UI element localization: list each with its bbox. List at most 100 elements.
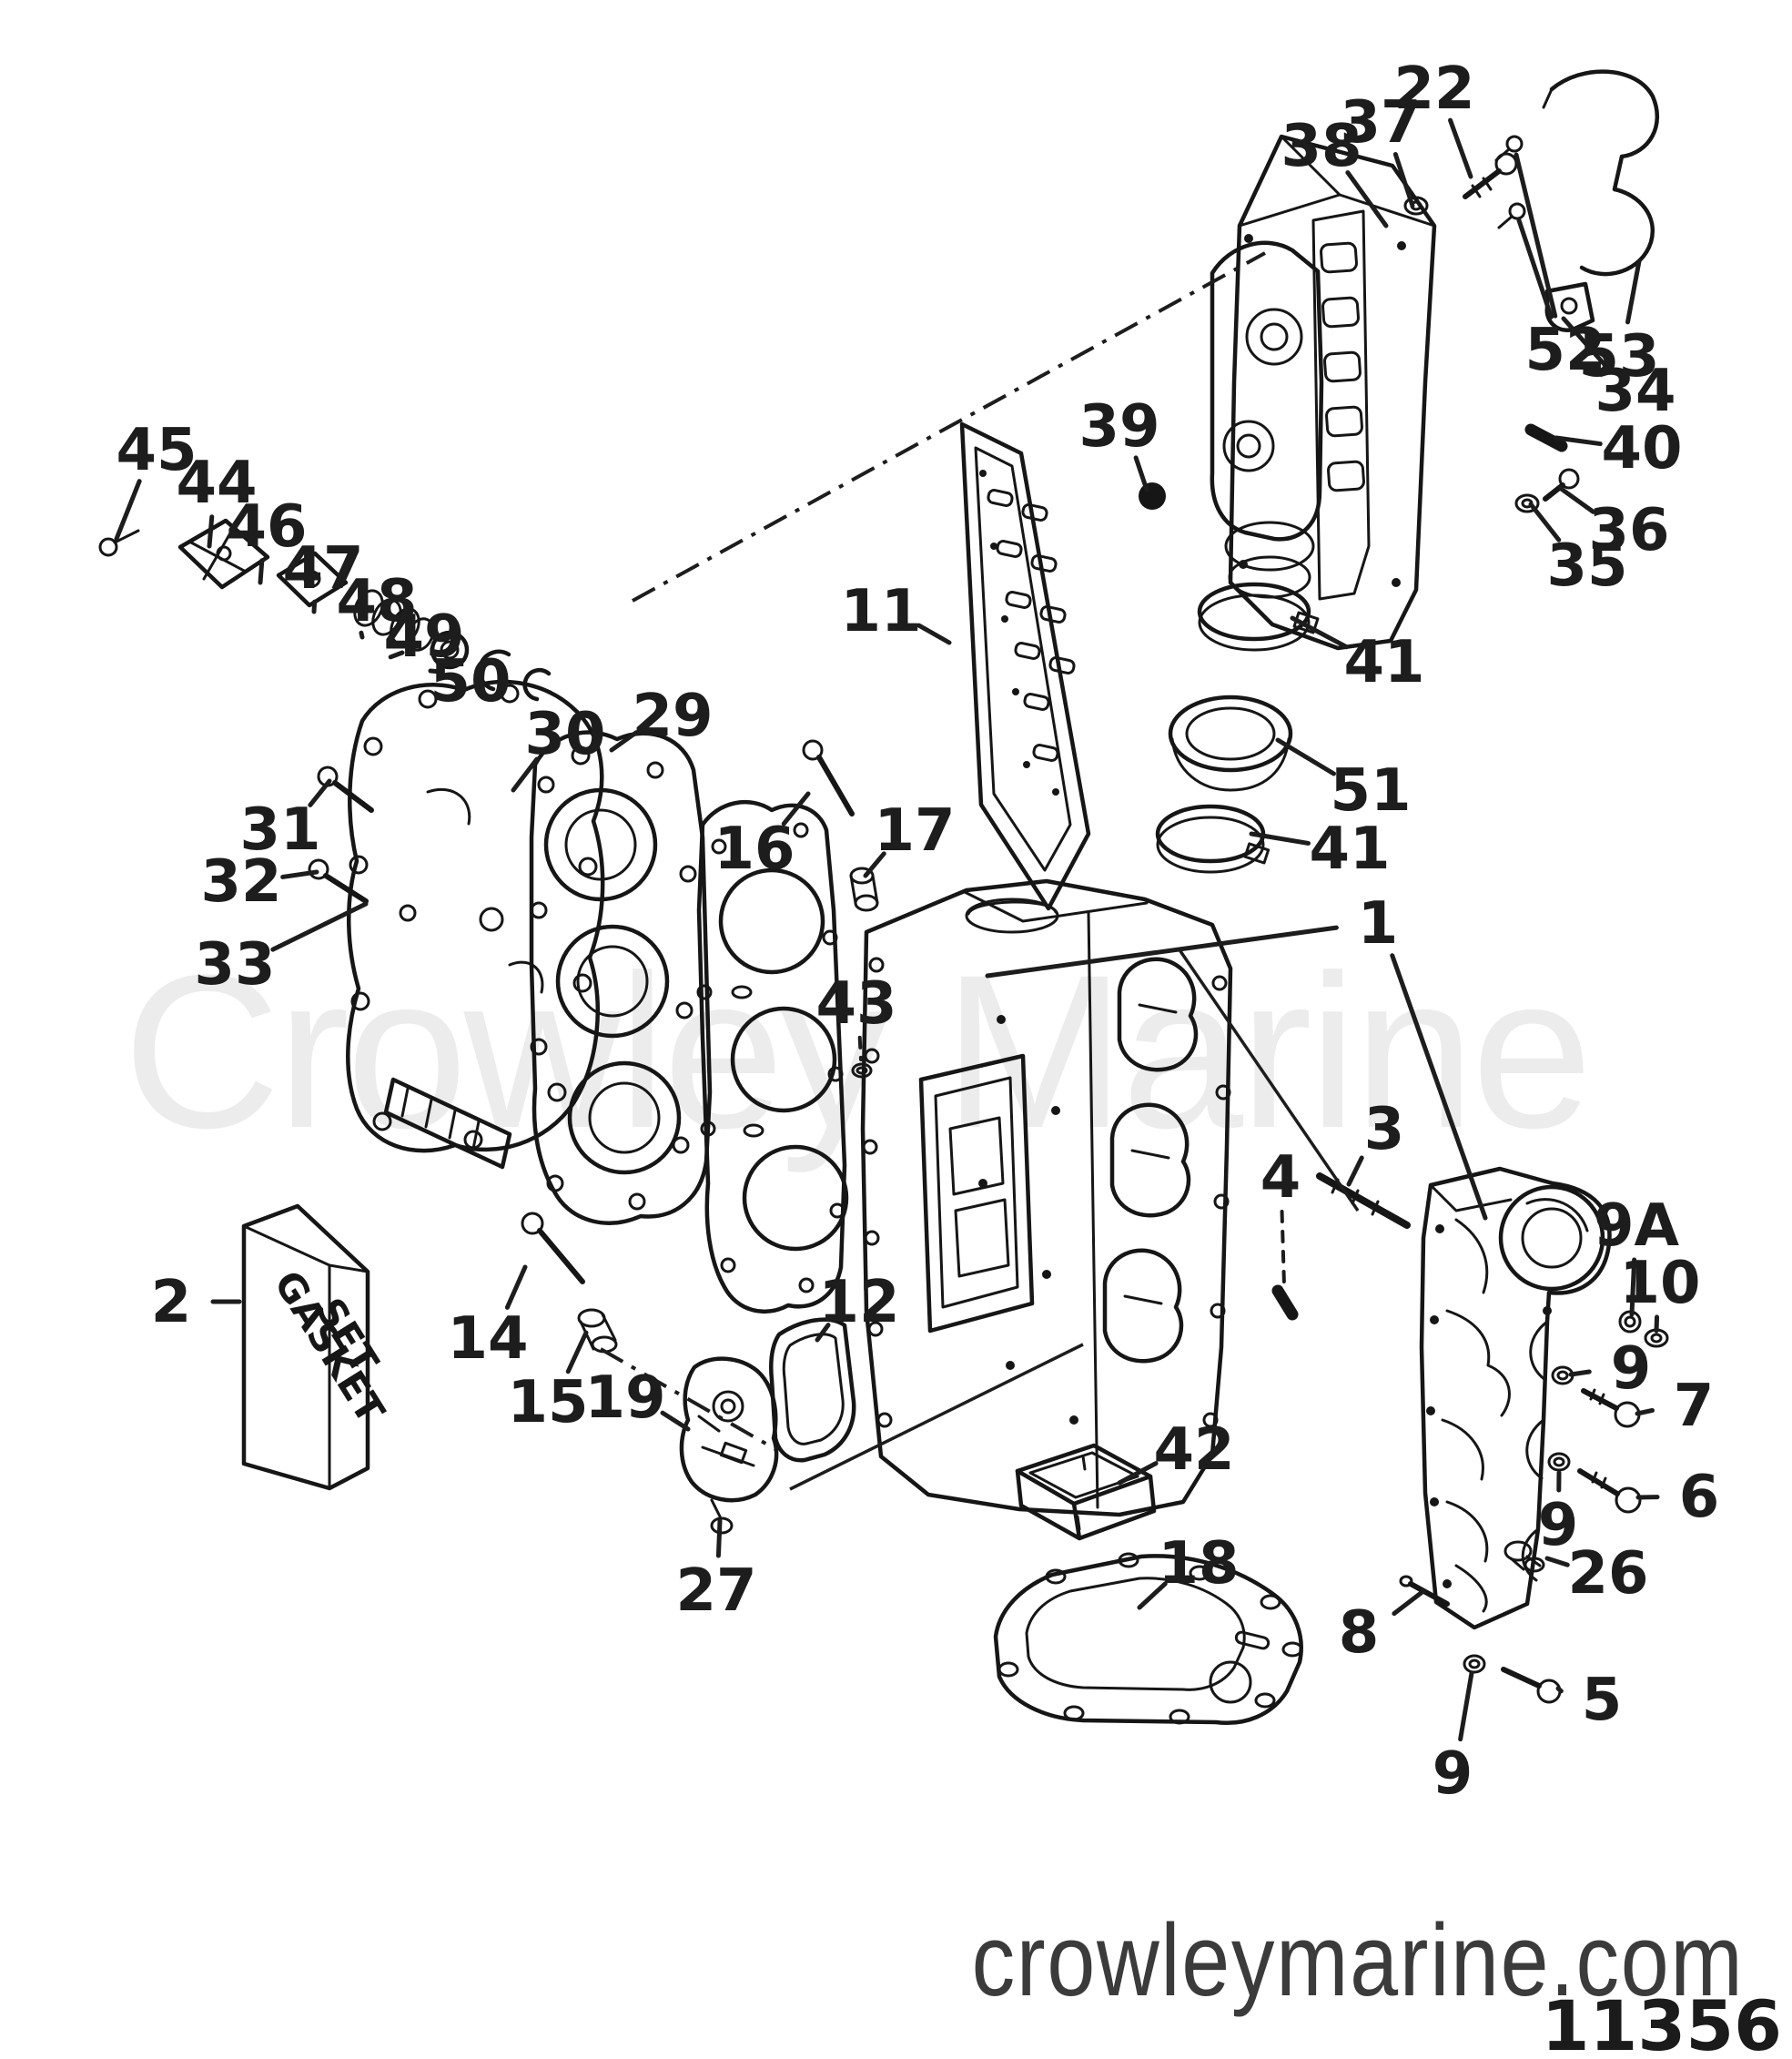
leader-line-17 xyxy=(863,851,886,878)
callout-40[interactable]: 40 xyxy=(1601,415,1682,482)
callout-26[interactable]: 26 xyxy=(1567,1540,1648,1608)
callout-50[interactable]: 50 xyxy=(430,648,511,715)
leader-line-16 xyxy=(781,791,811,827)
leader-line-35 xyxy=(1528,502,1562,543)
leader-line-27 xyxy=(715,1518,723,1558)
head-gasket-drawing xyxy=(696,799,849,1314)
callout-18[interactable]: 18 xyxy=(1158,1530,1239,1598)
check-valve-parts-drawing xyxy=(98,518,552,702)
cylinder-block-drawing xyxy=(860,878,1233,1517)
callout-45[interactable]: 45 xyxy=(116,417,197,484)
leader-line-52 xyxy=(1514,152,1558,319)
leader-line-38 xyxy=(1345,170,1389,228)
leader-line-15 xyxy=(565,1330,589,1374)
leader-line-41 xyxy=(1290,615,1349,650)
callout-41[interactable]: 41 xyxy=(1309,816,1390,883)
construction-line xyxy=(1177,948,1360,1212)
callout-53[interactable]: 53 xyxy=(1578,323,1659,390)
gasket-12-drawing xyxy=(769,1317,856,1463)
callout-38[interactable]: 38 xyxy=(1281,113,1362,180)
callout-5[interactable]: 5 xyxy=(1582,1667,1623,1734)
callout-43[interactable]: 43 xyxy=(815,970,896,1038)
leader-line-26 xyxy=(1544,1556,1570,1567)
leader-line-39 xyxy=(1133,455,1149,492)
leader-line-42 xyxy=(1117,1461,1159,1486)
callout-8[interactable]: 8 xyxy=(1339,1599,1380,1667)
leader-line-50 xyxy=(428,668,443,674)
callout-48[interactable]: 48 xyxy=(336,568,417,635)
callout-46[interactable]: 46 xyxy=(226,493,307,561)
deflector-tray-drawing xyxy=(1015,1443,1157,1541)
callout-33[interactable]: 33 xyxy=(194,931,275,999)
leader-line-45 xyxy=(114,479,142,542)
leader-line-32 xyxy=(280,869,319,879)
callout-19[interactable]: 19 xyxy=(584,1364,665,1432)
callout-29[interactable]: 29 xyxy=(632,683,713,750)
callout-4[interactable]: 4 xyxy=(1260,1144,1301,1212)
gasket-set-box-drawing xyxy=(241,1203,370,1491)
callout-36[interactable]: 36 xyxy=(1588,497,1669,564)
exhaust-elbow-drawing xyxy=(1210,240,1324,599)
leader-line-40 xyxy=(1554,435,1603,447)
callout-3[interactable]: 3 xyxy=(1364,1096,1405,1163)
leader-line-5 xyxy=(1555,1686,1564,1694)
callout-12[interactable]: 12 xyxy=(818,1269,899,1336)
callout-17[interactable]: 17 xyxy=(874,797,955,865)
callout-27[interactable]: 27 xyxy=(675,1557,756,1625)
leader-line-1 xyxy=(985,925,1339,979)
construction-line xyxy=(632,251,1266,603)
callout-30[interactable]: 30 xyxy=(524,701,605,768)
leader-line-47 xyxy=(311,599,318,614)
callout-44[interactable]: 44 xyxy=(176,450,257,517)
callout-9[interactable]: 9 xyxy=(1538,1492,1579,1559)
callout-22[interactable]: 22 xyxy=(1393,56,1474,123)
callout-49[interactable]: 49 xyxy=(383,604,464,671)
callout-2[interactable]: 2 xyxy=(151,1269,192,1336)
leader-line-46 xyxy=(258,558,265,585)
leader-line-18 xyxy=(1137,1581,1168,1610)
exhaust-seal-drawing xyxy=(1168,695,1293,792)
callout-16[interactable]: 16 xyxy=(714,816,795,883)
callout-51[interactable]: 51 xyxy=(1330,757,1411,825)
callout-9[interactable]: 9 xyxy=(1433,1740,1473,1808)
callout-35[interactable]: 35 xyxy=(1546,532,1627,600)
leader-line-8 xyxy=(1392,1588,1426,1617)
callout-15[interactable]: 15 xyxy=(507,1369,588,1436)
leader-line-31 xyxy=(308,778,332,807)
callout-39[interactable]: 39 xyxy=(1078,393,1159,461)
callout-leader-lines xyxy=(114,117,1660,1742)
callout-11[interactable]: 11 xyxy=(840,578,921,645)
callout-10[interactable]: 10 xyxy=(1619,1250,1700,1317)
leader-line-7 xyxy=(1635,1407,1655,1416)
callout-9[interactable]: 9 xyxy=(1611,1335,1652,1403)
base-gasket-drawing xyxy=(993,1552,1303,1725)
diagram-line-art xyxy=(98,69,1669,1725)
construction-line xyxy=(789,1343,1084,1491)
callout-34[interactable]: 34 xyxy=(1595,358,1676,425)
footer-site-text: crowleymarine.com xyxy=(972,1904,1745,2018)
callout-47[interactable]: 47 xyxy=(282,535,363,603)
exhaust-divider-plate-drawing xyxy=(959,421,1091,911)
callout-52[interactable]: 52 xyxy=(1524,317,1605,384)
leader-line-12 xyxy=(815,1323,831,1343)
callout-1[interactable]: 1 xyxy=(1358,890,1399,958)
construction-lines xyxy=(600,251,1360,1491)
callout-37[interactable]: 37 xyxy=(1340,89,1421,157)
callout-7[interactable]: 7 xyxy=(1674,1373,1715,1440)
callout-14[interactable]: 14 xyxy=(447,1305,528,1373)
callout-6[interactable]: 6 xyxy=(1679,1464,1720,1531)
callout-9A[interactable]: 9A xyxy=(1594,1192,1680,1260)
callout-32[interactable]: 32 xyxy=(200,848,281,916)
callout-31[interactable]: 31 xyxy=(239,796,320,864)
callout-41[interactable]: 41 xyxy=(1343,629,1424,696)
thermostat-drawing xyxy=(679,1356,779,1535)
leader-line-53 xyxy=(1625,259,1642,325)
cylinder-head-drawing xyxy=(529,730,713,1225)
callout-42[interactable]: 42 xyxy=(1153,1416,1234,1484)
leader-line-34 xyxy=(1561,316,1608,369)
leader-line-9 xyxy=(1458,1670,1474,1742)
leader-line-37 xyxy=(1392,152,1415,208)
leader-line-10 xyxy=(1654,1314,1660,1334)
